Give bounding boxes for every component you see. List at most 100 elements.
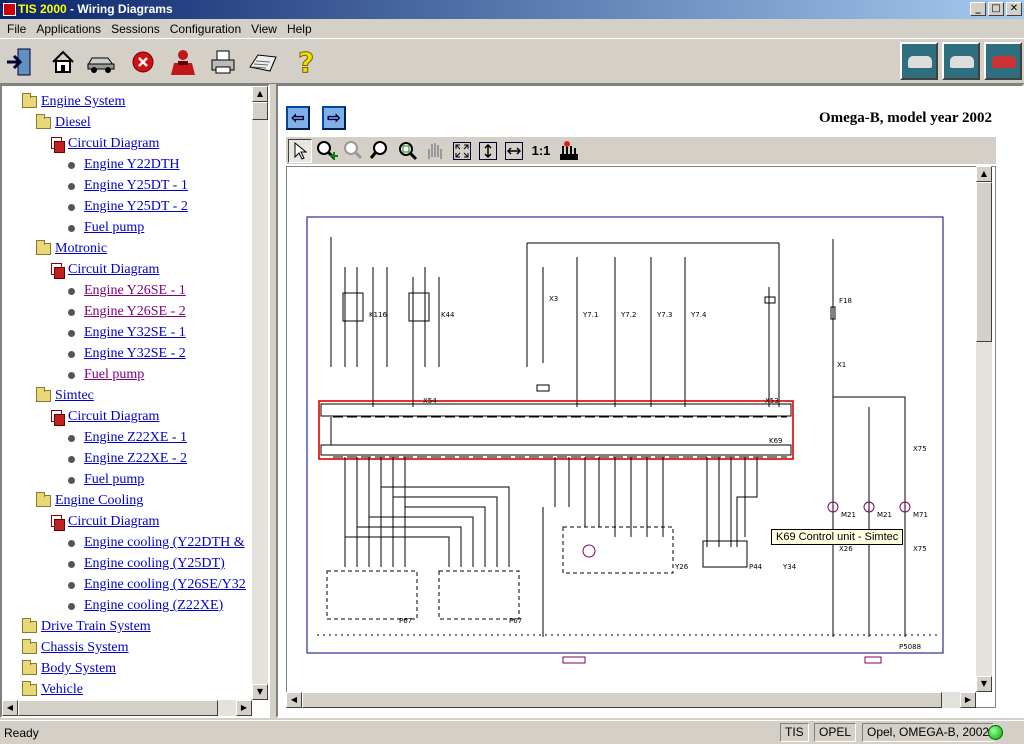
tree-item-fuel-pump[interactable]: Fuel pump [66, 470, 144, 490]
scroll-down-arrow-icon[interactable]: ▼ [252, 684, 268, 700]
tree-label[interactable]: Drive Train System [41, 619, 151, 634]
tree-label[interactable]: Engine Y25DT - 1 [84, 178, 188, 193]
tree-label[interactable]: Fuel pump [84, 367, 145, 382]
maximize-button[interactable]: □ [988, 2, 1004, 16]
tree-item-chassis[interactable]: Chassis System [22, 638, 129, 658]
tree-label[interactable]: Engine cooling (Y22DTH & [84, 535, 245, 550]
zoom-out-icon[interactable] [342, 139, 366, 163]
tree-item-circuit-diagram[interactable]: Circuit Diagram [50, 260, 159, 280]
help-icon[interactable]: ? [290, 45, 324, 79]
tree-label[interactable]: Engine cooling (Y25DT) [84, 556, 225, 571]
pane-splitter[interactable] [270, 84, 276, 718]
tree-horizontal-scrollbar[interactable]: ◀ ▶ [2, 700, 252, 716]
tree-label[interactable]: Engine Y25DT - 2 [84, 199, 188, 214]
scroll-left-arrow-icon[interactable]: ◀ [286, 692, 302, 708]
actual-size-button[interactable]: 1:1 [531, 143, 551, 158]
zoom-area-icon[interactable] [396, 139, 420, 163]
back-button[interactable]: ⇦ [286, 106, 310, 130]
tree-item-diesel[interactable]: Diesel [36, 113, 91, 133]
tree-item-engine-cooling[interactable]: Engine Cooling [36, 491, 143, 511]
tree-item-circuit-diagram[interactable]: Circuit Diagram [50, 512, 159, 532]
tree-label[interactable]: Circuit Diagram [68, 262, 160, 277]
vehicle-icon[interactable] [84, 45, 118, 79]
zoom-in-icon[interactable] [315, 139, 339, 163]
fit-width-icon[interactable] [505, 141, 523, 160]
scroll-up-arrow-icon[interactable]: ▲ [252, 86, 268, 102]
tree-label[interactable]: Engine Cooling [55, 493, 144, 508]
keyboard-icon[interactable] [246, 45, 280, 79]
tree-label[interactable]: Diesel [55, 115, 91, 130]
tree-label[interactable]: Engine Y26SE - 1 [84, 283, 186, 298]
tree-item-fuel-pump[interactable]: Fuel pump [66, 365, 144, 385]
scroll-down-arrow-icon[interactable]: ▼ [976, 676, 992, 692]
diagram-canvas[interactable]: K116 K44 X3 Y7.1 Y7.2 Y7.3 Y7.4 F18 X1 X… [286, 166, 996, 708]
scroll-right-arrow-icon[interactable]: ▶ [236, 700, 252, 716]
scroll-thumb[interactable] [18, 700, 218, 716]
scroll-up-arrow-icon[interactable]: ▲ [976, 166, 992, 182]
tree-item-engine-y22dth[interactable]: Engine Y22DTH [66, 155, 180, 175]
tree-label[interactable]: Body System [41, 661, 117, 676]
tree-item-body[interactable]: Body System [22, 659, 116, 679]
tree-label[interactable]: Simtec [55, 388, 94, 403]
tree-item-engine-system[interactable]: Engine System [22, 92, 125, 112]
diagram-vertical-scrollbar[interactable]: ▲ ▼ [976, 166, 992, 692]
tree-item-engine-y26se-1[interactable]: Engine Y26SE - 1 [66, 281, 186, 301]
tree-label[interactable]: Motronic [55, 241, 108, 256]
scroll-thumb[interactable] [302, 692, 942, 708]
menu-applications[interactable]: Applications [36, 21, 102, 36]
tree-item-circuit-diagram[interactable]: Circuit Diagram [50, 134, 159, 154]
tree-item-engine-y25dt-1[interactable]: Engine Y25DT - 1 [66, 176, 188, 196]
home-icon[interactable] [46, 45, 80, 79]
pan-hand-icon[interactable] [423, 139, 447, 163]
menu-help[interactable]: Help [286, 21, 312, 36]
tree-item-cooling-y22dth[interactable]: Engine cooling (Y22DTH & [66, 533, 245, 553]
tree-label[interactable]: Circuit Diagram [68, 514, 160, 529]
tree-label[interactable]: Engine Y32SE - 2 [84, 346, 186, 361]
tree-label[interactable]: Fuel pump [84, 220, 145, 235]
tree-label[interactable]: Engine System [41, 94, 126, 109]
vehicle-repair-icon[interactable] [984, 42, 1022, 80]
menu-view[interactable]: View [251, 21, 277, 36]
exit-icon[interactable] [2, 45, 36, 79]
tree-item-motronic[interactable]: Motronic [36, 239, 107, 259]
menu-configuration[interactable]: Configuration [169, 21, 242, 36]
tree-item-simtec[interactable]: Simtec [36, 386, 94, 406]
tree-label[interactable]: Circuit Diagram [68, 136, 160, 151]
tree-item-fuel-pump[interactable]: Fuel pump [66, 218, 144, 238]
tree-label[interactable]: Vehicle [41, 682, 83, 697]
tree-item-engine-z22xe-1[interactable]: Engine Z22XE - 1 [66, 428, 187, 448]
tree-item-engine-y32se-2[interactable]: Engine Y32SE - 2 [66, 344, 186, 364]
layers-icon[interactable] [557, 139, 581, 163]
minimize-button[interactable]: _ [970, 2, 986, 16]
menu-file[interactable]: File [7, 21, 27, 36]
tree-label[interactable]: Engine Z22XE - 1 [84, 430, 188, 445]
vehicle-info-icon[interactable] [942, 42, 980, 80]
scroll-left-arrow-icon[interactable]: ◀ [2, 700, 18, 716]
tree-label[interactable]: Chassis System [41, 640, 129, 655]
user-icon[interactable] [166, 45, 200, 79]
diagram-horizontal-scrollbar[interactable]: ◀ ▶ [286, 692, 976, 708]
tree-item-cooling-z22xe[interactable]: Engine cooling (Z22XE) [66, 596, 223, 616]
pointer-icon[interactable] [288, 138, 312, 163]
tree-item-cooling-y25dt[interactable]: Engine cooling (Y25DT) [66, 554, 225, 574]
tree-vertical-scrollbar[interactable]: ▲ ▼ [252, 86, 268, 700]
tree-label[interactable]: Engine cooling (Y26SE/Y32 [84, 577, 246, 592]
forward-button[interactable]: ⇨ [322, 106, 346, 130]
scroll-thumb[interactable] [976, 182, 992, 342]
tree-item-engine-z22xe-2[interactable]: Engine Z22XE - 2 [66, 449, 187, 469]
close-button[interactable]: ✕ [1006, 2, 1022, 16]
tree-label[interactable]: Engine Y32SE - 1 [84, 325, 186, 340]
tree-item-engine-y26se-2[interactable]: Engine Y26SE - 2 [66, 302, 186, 322]
tree-label[interactable]: Circuit Diagram [68, 409, 160, 424]
stop-icon[interactable] [126, 45, 160, 79]
tree-item-drive-train[interactable]: Drive Train System [22, 617, 151, 637]
tree-label[interactable]: Engine Z22XE - 2 [84, 451, 188, 466]
scroll-right-arrow-icon[interactable]: ▶ [960, 692, 976, 708]
tree-item-engine-y25dt-2[interactable]: Engine Y25DT - 2 [66, 197, 188, 217]
fit-page-icon[interactable] [453, 141, 471, 160]
fit-height-icon[interactable] [479, 141, 497, 160]
scroll-thumb[interactable] [252, 102, 268, 120]
menu-sessions[interactable]: Sessions [111, 21, 160, 36]
tree-item-cooling-y26se[interactable]: Engine cooling (Y26SE/Y32 [66, 575, 246, 595]
zoom-icon[interactable] [369, 139, 393, 163]
